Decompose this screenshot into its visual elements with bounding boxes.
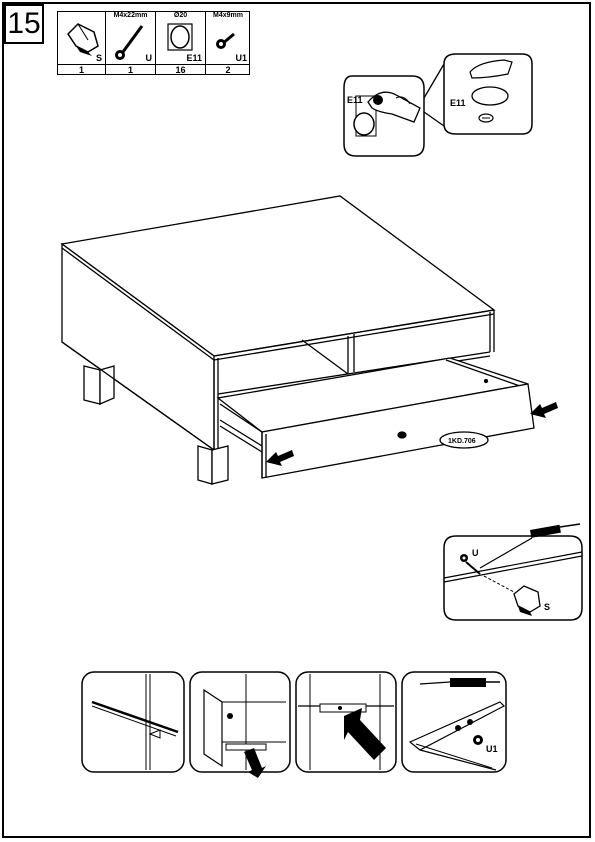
detail-screw-label: U1	[486, 744, 498, 754]
push-arrow-icon	[244, 748, 266, 778]
part-spec: M4x9mm	[213, 12, 243, 19]
short-screw-icon	[216, 32, 235, 49]
cap-label-left: E11	[347, 95, 363, 105]
coffee-table-drawing	[60, 195, 535, 485]
part-cell-u1: M4x9mm U1	[206, 12, 250, 64]
step-number: 15	[4, 4, 44, 44]
drawer-tag: 1KD.706	[448, 438, 476, 445]
part-qty: 2	[206, 64, 250, 75]
long-screw-icon	[115, 25, 144, 60]
knob-icon	[67, 23, 99, 56]
part-cell-u: M4x22mm U	[106, 12, 156, 64]
cover-cap-detail: E11 E11	[343, 53, 533, 157]
part-spec: Ø20	[173, 12, 188, 19]
parts-table: S M4x22mm U Ø20 E11 M4x9mm	[57, 11, 250, 75]
part-qty: 1	[106, 64, 156, 75]
cap-label-right: E11	[450, 98, 466, 108]
part-spec: M4x22mm	[113, 12, 148, 19]
screw-label: U	[472, 548, 479, 558]
part-cell-s: S	[58, 12, 106, 64]
part-code: U1	[235, 53, 247, 63]
push-arrow-right-icon	[530, 402, 558, 418]
part-code: U	[145, 53, 153, 63]
part-code: E11	[186, 53, 202, 63]
part-code: S	[95, 53, 102, 63]
knob-screw-detail: U S	[443, 523, 583, 621]
knob-label: S	[544, 602, 550, 612]
detail-panel-4: U1	[401, 671, 507, 773]
part-qty: 1	[58, 64, 106, 75]
cover-cap-icon	[167, 23, 193, 51]
detail-panel-2	[189, 671, 291, 778]
detail-panel-1	[81, 671, 185, 773]
part-qty: 16	[156, 64, 206, 75]
part-cell-e11: Ø20 E11	[156, 12, 206, 64]
push-arrow-left-icon	[266, 450, 294, 466]
detail-panel-3	[295, 671, 397, 773]
push-arrow-icon	[344, 708, 386, 760]
